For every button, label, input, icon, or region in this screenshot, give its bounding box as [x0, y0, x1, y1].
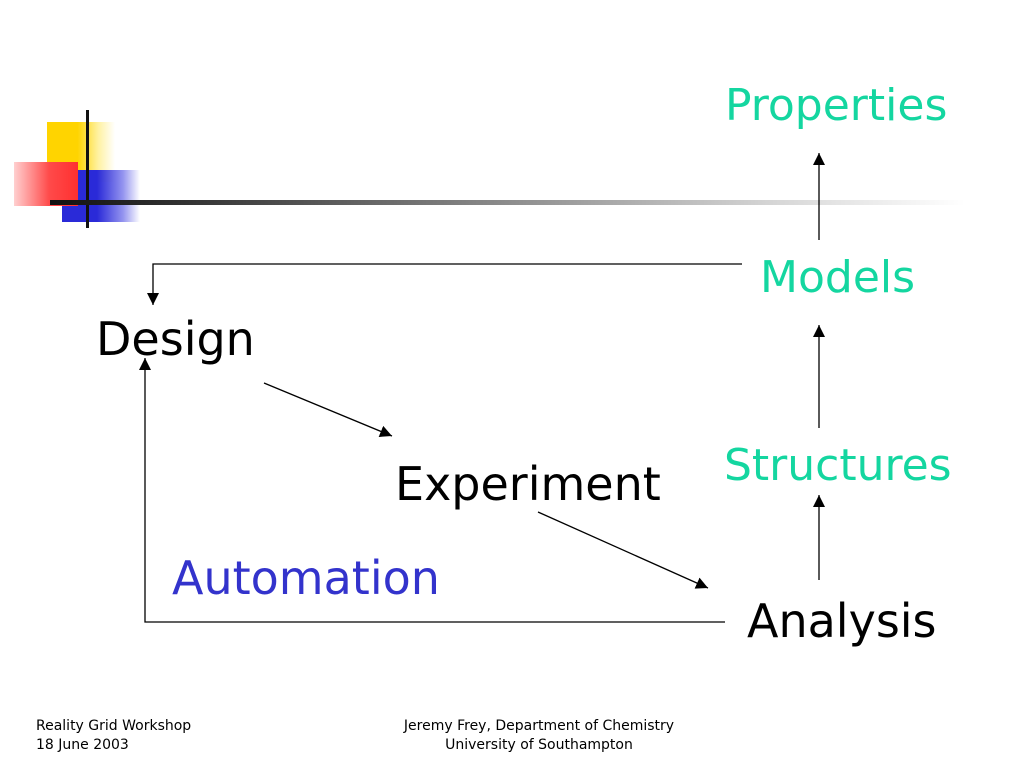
- arrow-design-to-experiment: [263, 382, 393, 437]
- footer-event: Reality Grid Workshop: [36, 718, 192, 734]
- arrow-models-to-design: [147, 263, 742, 305]
- node-properties: Properties: [725, 80, 948, 131]
- footer-date: 18 June 2003: [36, 737, 129, 753]
- arrow-analysis-to-design: [139, 358, 725, 623]
- logo-red-square: [14, 162, 78, 206]
- footer-left: Reality Grid Workshop 18 June 2003: [36, 717, 191, 755]
- node-design: Design: [96, 312, 255, 366]
- node-experiment: Experiment: [395, 457, 661, 511]
- label-automation: Automation: [172, 551, 440, 605]
- node-structures: Structures: [724, 440, 952, 491]
- footer-right: Jeremy Frey, Department of Chemistry Uni…: [389, 717, 689, 755]
- node-models: Models: [760, 252, 916, 303]
- node-analysis: Analysis: [747, 594, 937, 648]
- footer-author: Jeremy Frey, Department of Chemistry: [403, 718, 675, 734]
- footer-affiliation: University of Southampton: [445, 737, 633, 753]
- logo-vertical-bar: [86, 110, 89, 228]
- title-rule: [50, 200, 965, 205]
- arrow-experiment-to-analysis: [537, 511, 709, 589]
